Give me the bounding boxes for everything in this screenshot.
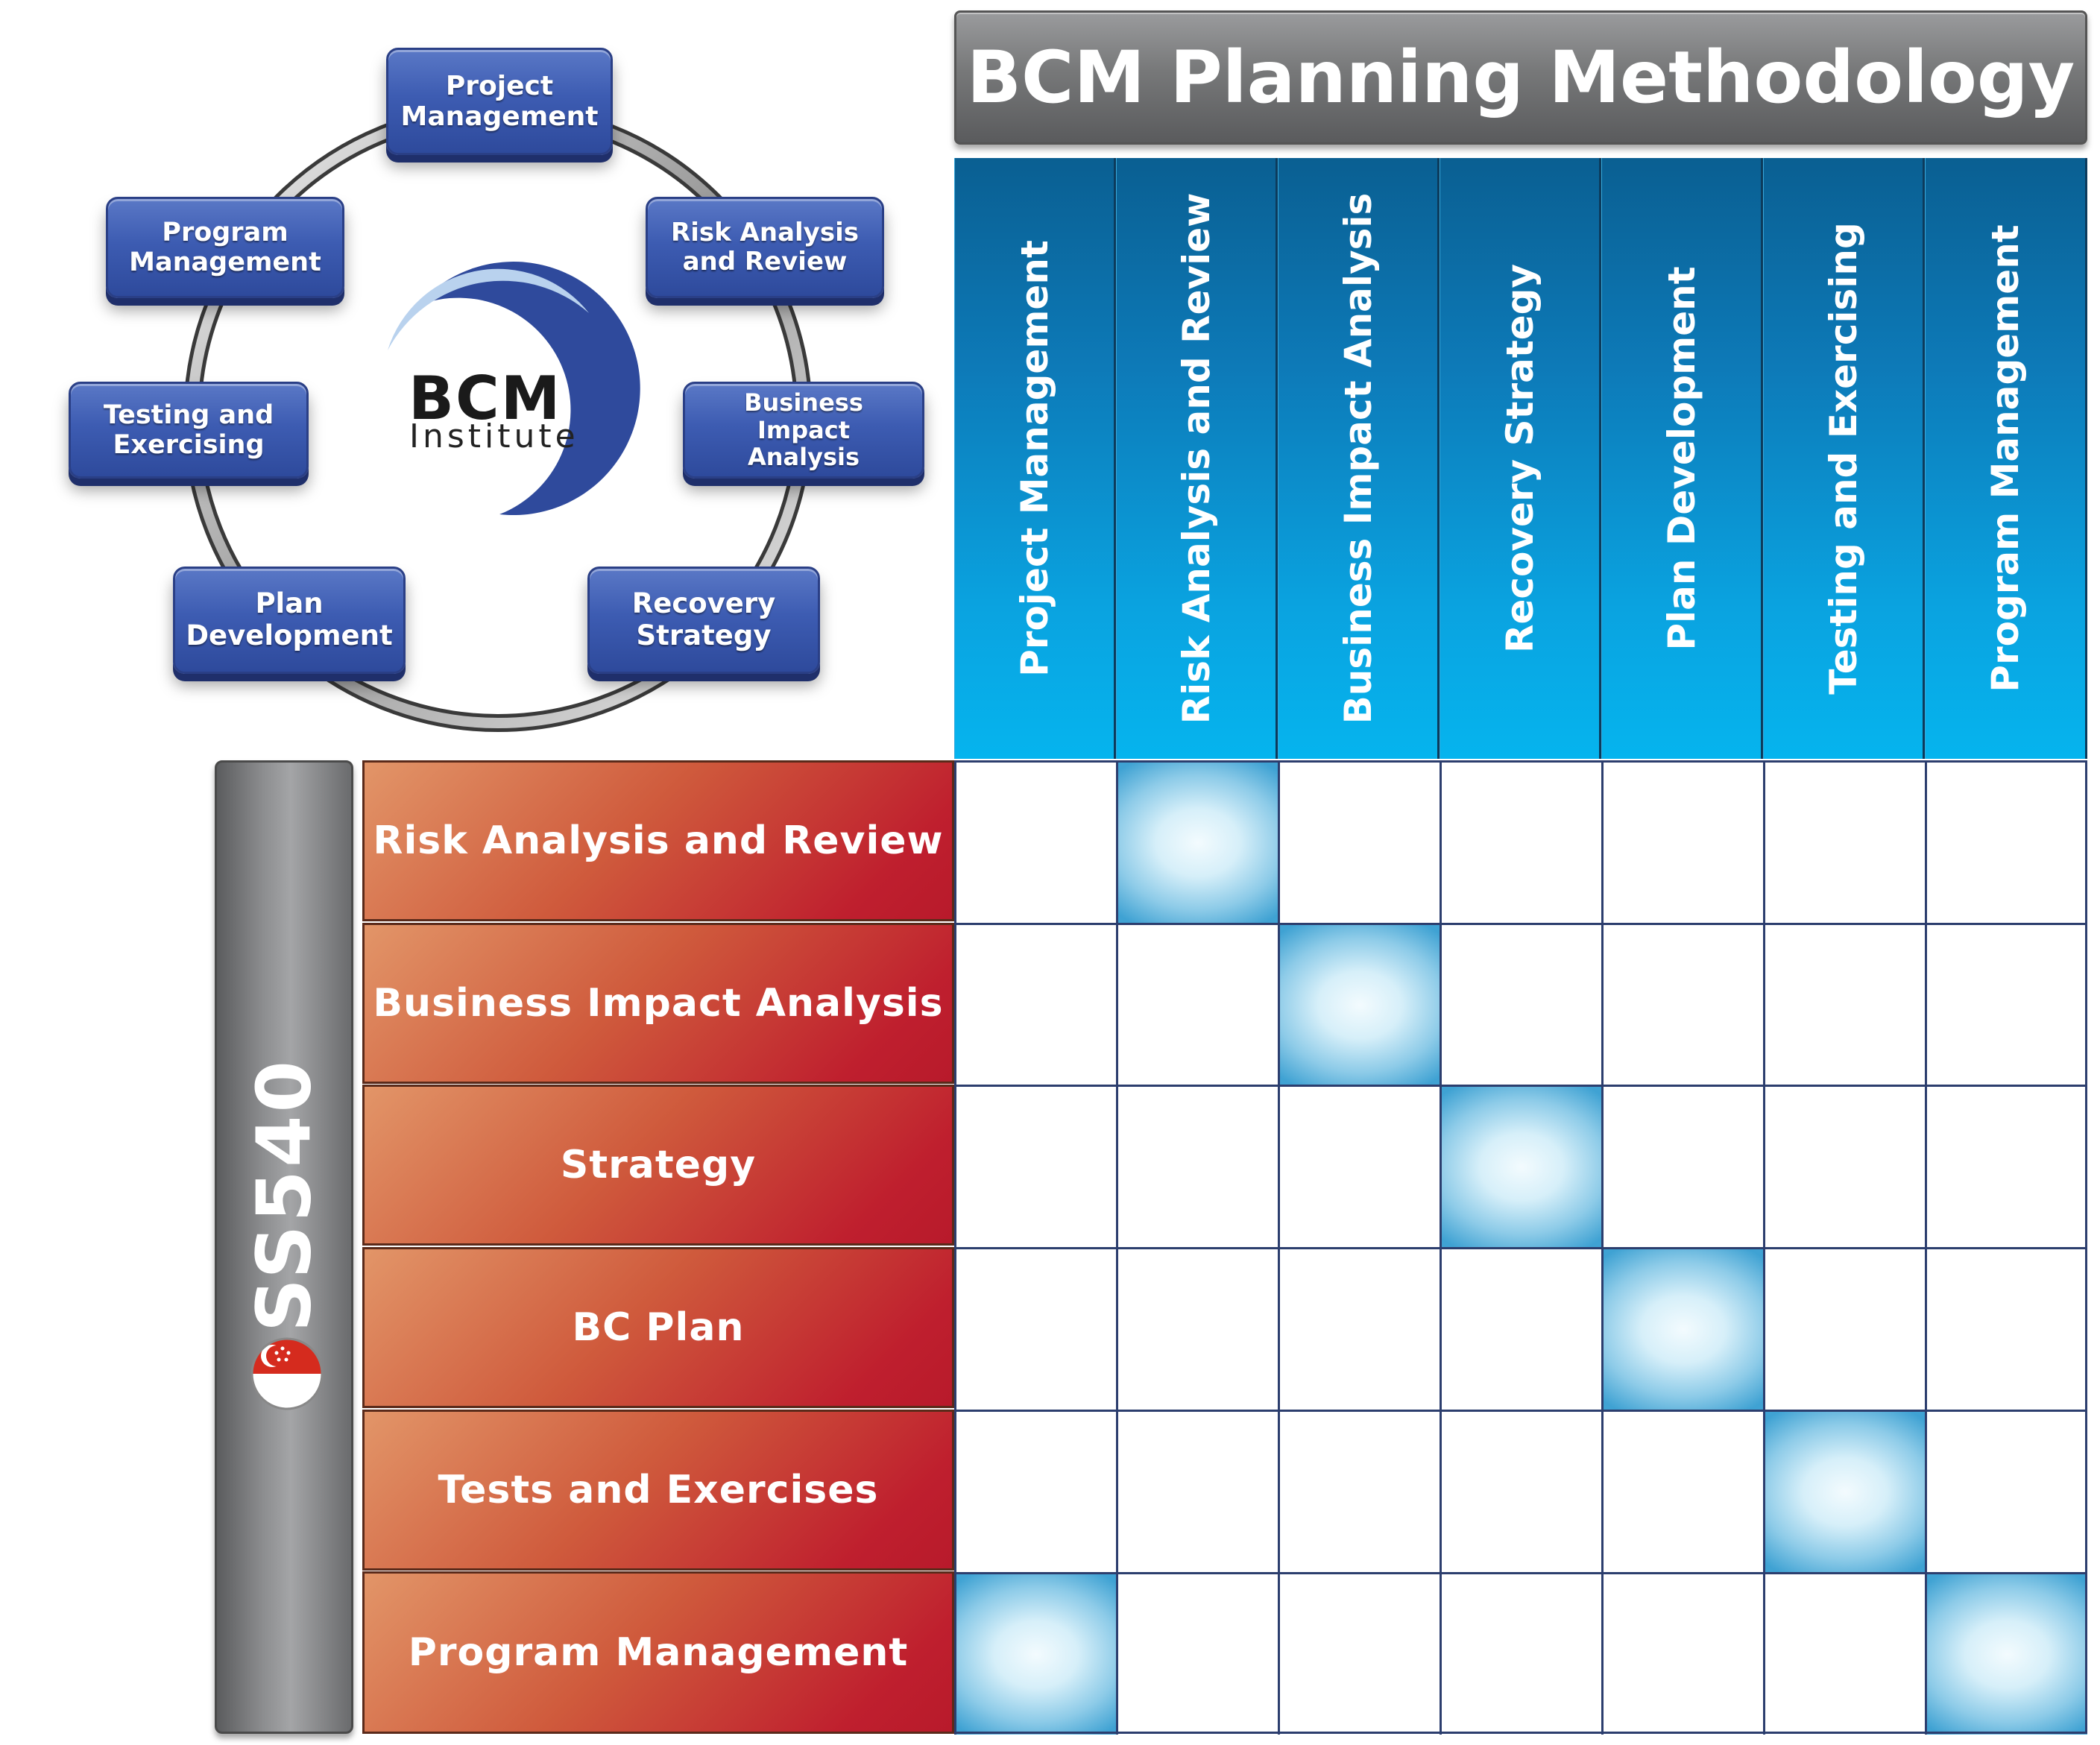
- row-header-label: Program Management: [408, 1630, 909, 1675]
- standard-side-bar: SS540: [215, 760, 353, 1734]
- matrix-cell: [1925, 1085, 2087, 1247]
- matrix-cell: [1278, 1572, 1440, 1735]
- matrix-cell: [1925, 760, 2087, 923]
- bcm-logo-swoosh-outer: [417, 262, 640, 516]
- matrix-cell-mapped: [1278, 923, 1440, 1085]
- column-header-program-management: Program Management: [1925, 158, 2087, 759]
- cycle-node-label: Project Management: [400, 70, 599, 132]
- cycle-node-project-management: Project Management: [386, 48, 613, 155]
- matrix-cell: [1440, 923, 1601, 1085]
- matrix-cell: [1116, 923, 1278, 1085]
- singapore-flag-icon: [250, 1337, 324, 1410]
- matrix-cell: [954, 1085, 1116, 1247]
- matrix-cell: [1278, 1085, 1440, 1247]
- matrix-cell: [954, 760, 1116, 923]
- row-header-bc-plan: BC Plan: [362, 1247, 954, 1408]
- row-header-program-management: Program Management: [362, 1571, 954, 1734]
- matrix-cell: [1763, 760, 1925, 923]
- cycle-node-plan-development: Plan Development: [173, 567, 406, 674]
- matrix-cell-mapped: [1440, 1085, 1601, 1247]
- column-header-label: Program Management: [1984, 224, 2027, 692]
- matrix-cell-mapped: [1601, 1247, 1763, 1410]
- matrix-cell: [954, 1247, 1116, 1410]
- cycle-node-label: Recovery Strategy: [631, 587, 776, 651]
- column-header-label: Project Management: [1012, 240, 1056, 677]
- page-title: BCM Planning Methodology: [954, 10, 2087, 145]
- row-header-tests-exercises: Tests and Exercises: [362, 1410, 954, 1571]
- column-header-recovery-strategy: Recovery Strategy: [1440, 158, 1601, 759]
- bcm-logo-text: BCM: [409, 364, 562, 433]
- matrix-cell-mapped: [1925, 1572, 2087, 1735]
- column-header-label: Recovery Strategy: [1498, 263, 1542, 654]
- column-header-risk-analysis: Risk Analysis and Review: [1116, 158, 1278, 759]
- cycle-node-label: Testing and Exercising: [103, 400, 274, 460]
- matrix-cell: [1601, 760, 1763, 923]
- cycle-node-recovery-strategy: Recovery Strategy: [587, 567, 820, 674]
- matrix-cell: [1925, 1247, 2087, 1410]
- column-header-label: Risk Analysis and Review: [1174, 192, 1218, 725]
- matrix-cell: [1440, 760, 1601, 923]
- matrix-cell: [1763, 923, 1925, 1085]
- matrix-cell: [1116, 1247, 1278, 1410]
- matrix-cell-mapped: [1763, 1410, 1925, 1572]
- column-header-label: Plan Development: [1659, 266, 1703, 651]
- matrix-cell: [1116, 1085, 1278, 1247]
- cycle-node-program-management: Program Management: [106, 197, 344, 298]
- column-header-plan-development: Plan Development: [1601, 158, 1763, 759]
- row-header-business-impact-analysis: Business Impact Analysis: [362, 923, 954, 1084]
- matrix-cell-mapped: [1116, 760, 1278, 923]
- row-header-label: Tests and Exercises: [438, 1468, 879, 1512]
- matrix-cell-mapped: [954, 1572, 1116, 1735]
- column-header-label: Testing and Exercising: [1821, 222, 1865, 695]
- matrix-cell: [1925, 923, 2087, 1085]
- cycle-node-label: Program Management: [129, 217, 321, 277]
- matrix-cell: [954, 1410, 1116, 1572]
- cycle-node-label: Risk Analysis and Review: [671, 217, 859, 277]
- row-header-label: Business Impact Analysis: [373, 981, 944, 1026]
- row-header-strategy: Strategy: [362, 1085, 954, 1246]
- cycle-node-label: Plan Development: [186, 587, 393, 651]
- bcm-logo-swoosh-inner: [388, 268, 589, 350]
- row-header-label: BC Plan: [572, 1305, 745, 1350]
- matrix-cell: [1763, 1572, 1925, 1735]
- row-header-label: Risk Analysis and Review: [373, 818, 944, 863]
- bcm-logo-subtitle: Institute: [409, 417, 579, 455]
- matrix-cell: [1116, 1572, 1278, 1735]
- matrix-cell: [1601, 1410, 1763, 1572]
- column-header-testing-exercising: Testing and Exercising: [1763, 158, 1925, 759]
- matrix-cell: [1763, 1247, 1925, 1410]
- matrix-cell: [954, 923, 1116, 1085]
- matrix-cell: [1440, 1572, 1601, 1735]
- standard-label: SS540: [240, 1057, 328, 1333]
- cycle-node-business-impact-analysis: Business Impact Analysis: [683, 382, 924, 479]
- matrix-cell: [1278, 760, 1440, 923]
- cycle-node-label: Business Impact Analysis: [744, 388, 863, 472]
- cycle-node-testing-exercising: Testing and Exercising: [69, 382, 309, 479]
- matrix-cell: [1440, 1410, 1601, 1572]
- cycle-node-risk-analysis: Risk Analysis and Review: [646, 197, 884, 298]
- column-header-project-management: Project Management: [954, 158, 1116, 759]
- matrix-cell: [1925, 1410, 2087, 1572]
- column-header-business-impact-analysis: Business Impact Analysis: [1278, 158, 1440, 759]
- matrix-cell: [1601, 923, 1763, 1085]
- matrix-cell: [1278, 1247, 1440, 1410]
- matrix-cell: [1763, 1085, 1925, 1247]
- matrix-cell: [1278, 1410, 1440, 1572]
- row-header-label: Strategy: [560, 1143, 757, 1187]
- column-header-label: Business Impact Analysis: [1336, 192, 1380, 725]
- mapping-matrix: [954, 760, 2087, 1735]
- matrix-cell: [1116, 1410, 1278, 1572]
- row-header-risk-analysis: Risk Analysis and Review: [362, 760, 954, 921]
- matrix-cell: [1601, 1572, 1763, 1735]
- matrix-cell: [1440, 1247, 1601, 1410]
- matrix-cell: [1601, 1085, 1763, 1247]
